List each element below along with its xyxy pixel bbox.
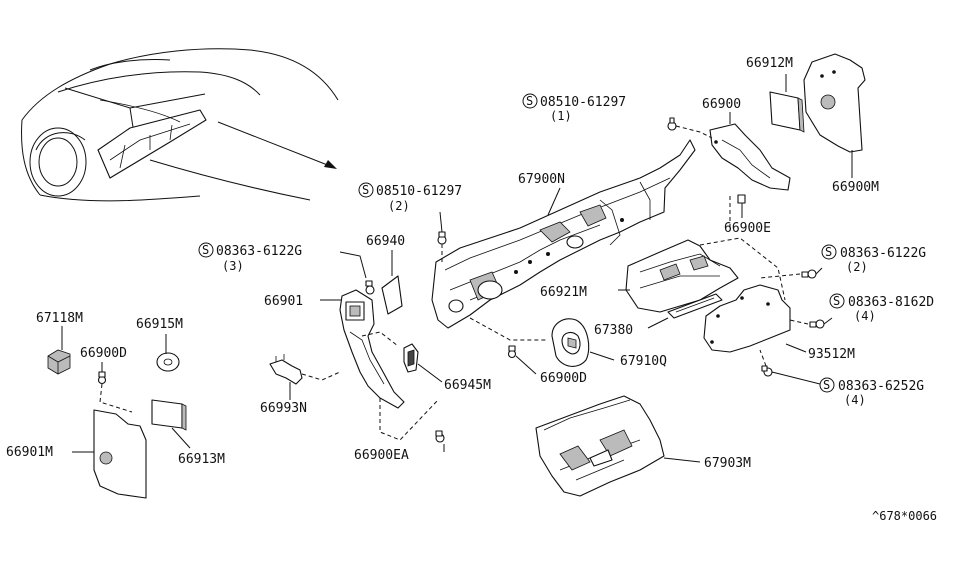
callout-s4: S 08363-6122G (2) [821, 244, 926, 274]
svg-text:(4): (4) [844, 393, 866, 407]
label-67900N: 67900N [518, 172, 565, 187]
callout-s2: S 08510-61297 (2) [358, 182, 462, 213]
part-93512M-insulator [703, 284, 807, 353]
callout-s1: S 08510-61297 (1) [522, 93, 626, 123]
svg-text:S: S [825, 245, 832, 259]
part-66901-bracket [320, 289, 405, 409]
svg-text:08510-61297: 08510-61297 [540, 95, 626, 110]
svg-text:(2): (2) [846, 260, 868, 274]
screw-s2-icon [437, 211, 447, 262]
svg-text:(1): (1) [550, 109, 572, 123]
part-66900M-insulator [803, 53, 866, 178]
car-outline-illustration [21, 48, 339, 202]
svg-text:08363-6122G: 08363-6122G [216, 244, 302, 259]
svg-text:S: S [362, 183, 369, 197]
label-66901M: 66901M [6, 445, 53, 460]
svg-text:(4): (4) [854, 309, 876, 323]
label-66913M: 66913M [178, 452, 225, 467]
screw-s6-icon [759, 349, 821, 385]
part-67910Q-grommet [551, 318, 615, 367]
label-66915M: 66915M [136, 317, 183, 332]
screw-s1-icon [667, 117, 677, 131]
callout-s6: S 08363-6252G (4) [819, 377, 924, 407]
part-67900N-dash-panel [431, 139, 696, 329]
fastener-66900D-right [507, 345, 537, 375]
part-66921M-panel [618, 239, 739, 313]
part-66945M-clip [403, 343, 443, 383]
diagram-reference-code: ^678*0066 [872, 509, 937, 523]
label-67910Q: 67910Q [620, 354, 667, 369]
label-66900-top: 66900 [702, 97, 741, 112]
part-67380-strip [647, 293, 723, 329]
callout-s5: S 08363-8162D (4) [829, 293, 934, 323]
label-66940: 66940 [366, 234, 405, 249]
part-66993N-wire [269, 354, 341, 400]
part-67903M-floor-pad [535, 395, 701, 497]
part-66901M-insulator [72, 409, 147, 499]
label-67903M: 67903M [704, 456, 751, 471]
label-66912M: 66912M [746, 56, 793, 71]
svg-text:S: S [833, 294, 840, 308]
fastener-66900EA [435, 430, 445, 452]
svg-text:08363-6252G: 08363-6252G [838, 379, 924, 394]
label-66901: 66901 [264, 294, 303, 309]
label-66900E: 66900E [724, 221, 771, 236]
label-67118M: 67118M [36, 311, 83, 326]
svg-text:08363-8162D: 08363-8162D [848, 295, 934, 310]
part-66940-pad [381, 250, 403, 315]
label-67380: 67380 [594, 323, 633, 338]
screw-s5-icon [789, 317, 833, 329]
screw-s4-icon [759, 267, 823, 279]
label-66900D-left: 66900D [80, 346, 127, 361]
screw-s3-icon [339, 251, 375, 295]
callout-s3: S 08363-6122G (3) [198, 242, 302, 273]
label-93512M: 93512M [808, 347, 855, 362]
part-67118M-block [47, 326, 71, 375]
label-66900EA: 66900EA [354, 448, 409, 463]
label-66945M: 66945M [444, 378, 491, 393]
part-66915M-grommet [156, 334, 180, 372]
part-66912M-pad [769, 74, 805, 133]
fastener-66900D-left [97, 362, 133, 413]
label-66900D-right: 66900D [540, 371, 587, 386]
svg-text:08510-61297: 08510-61297 [376, 184, 462, 199]
svg-text:S: S [202, 243, 209, 257]
label-66900M: 66900M [832, 180, 879, 195]
part-66913M-pad [151, 399, 191, 449]
svg-text:(2): (2) [388, 199, 410, 213]
label-66993N: 66993N [260, 401, 307, 416]
svg-text:S: S [823, 378, 830, 392]
svg-text:S: S [526, 94, 533, 108]
svg-text:(3): (3) [222, 259, 244, 273]
svg-text:08363-6122G: 08363-6122G [840, 246, 926, 261]
label-66921M: 66921M [540, 285, 587, 300]
part-66900-bracket [667, 112, 791, 230]
